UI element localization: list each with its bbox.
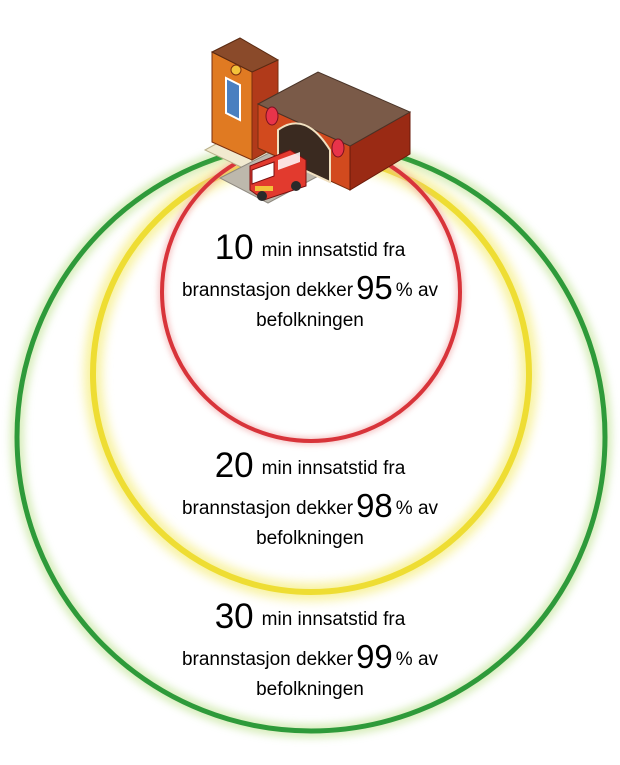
zone-20-label: 20 min innsatstid fra brannstasjon dekker… [0, 446, 620, 552]
response-text: min innsatstid fra [261, 240, 406, 261]
percent-suffix: % av [395, 280, 439, 301]
coverage-text: brannstasjon dekker [181, 498, 354, 519]
percent-suffix: % av [395, 498, 439, 519]
zone-30-label: 30 min innsatstid fra brannstasjon dekker… [0, 597, 620, 703]
response-text: min innsatstid fra [261, 609, 406, 630]
fire-station-icon [203, 37, 412, 204]
minutes-value: 10 [214, 228, 254, 267]
population-text: befolkningen [256, 528, 364, 549]
population-text: befolkningen [256, 679, 364, 700]
percent-value: 95 [356, 269, 393, 306]
coverage-text: brannstasjon dekker [181, 649, 354, 670]
percent-value: 98 [356, 487, 393, 524]
coverage-text: brannstasjon dekker [181, 280, 354, 301]
minutes-value: 20 [214, 446, 254, 485]
response-text: min innsatstid fra [261, 458, 406, 479]
percent-suffix: % av [395, 649, 439, 670]
minutes-value: 30 [214, 597, 254, 636]
fire-truck-icon [249, 149, 307, 201]
zone-10-label: 10 min innsatstid fra brannstasjon dekker… [0, 228, 620, 334]
population-text: befolkningen [256, 310, 364, 331]
percent-value: 99 [356, 638, 393, 675]
